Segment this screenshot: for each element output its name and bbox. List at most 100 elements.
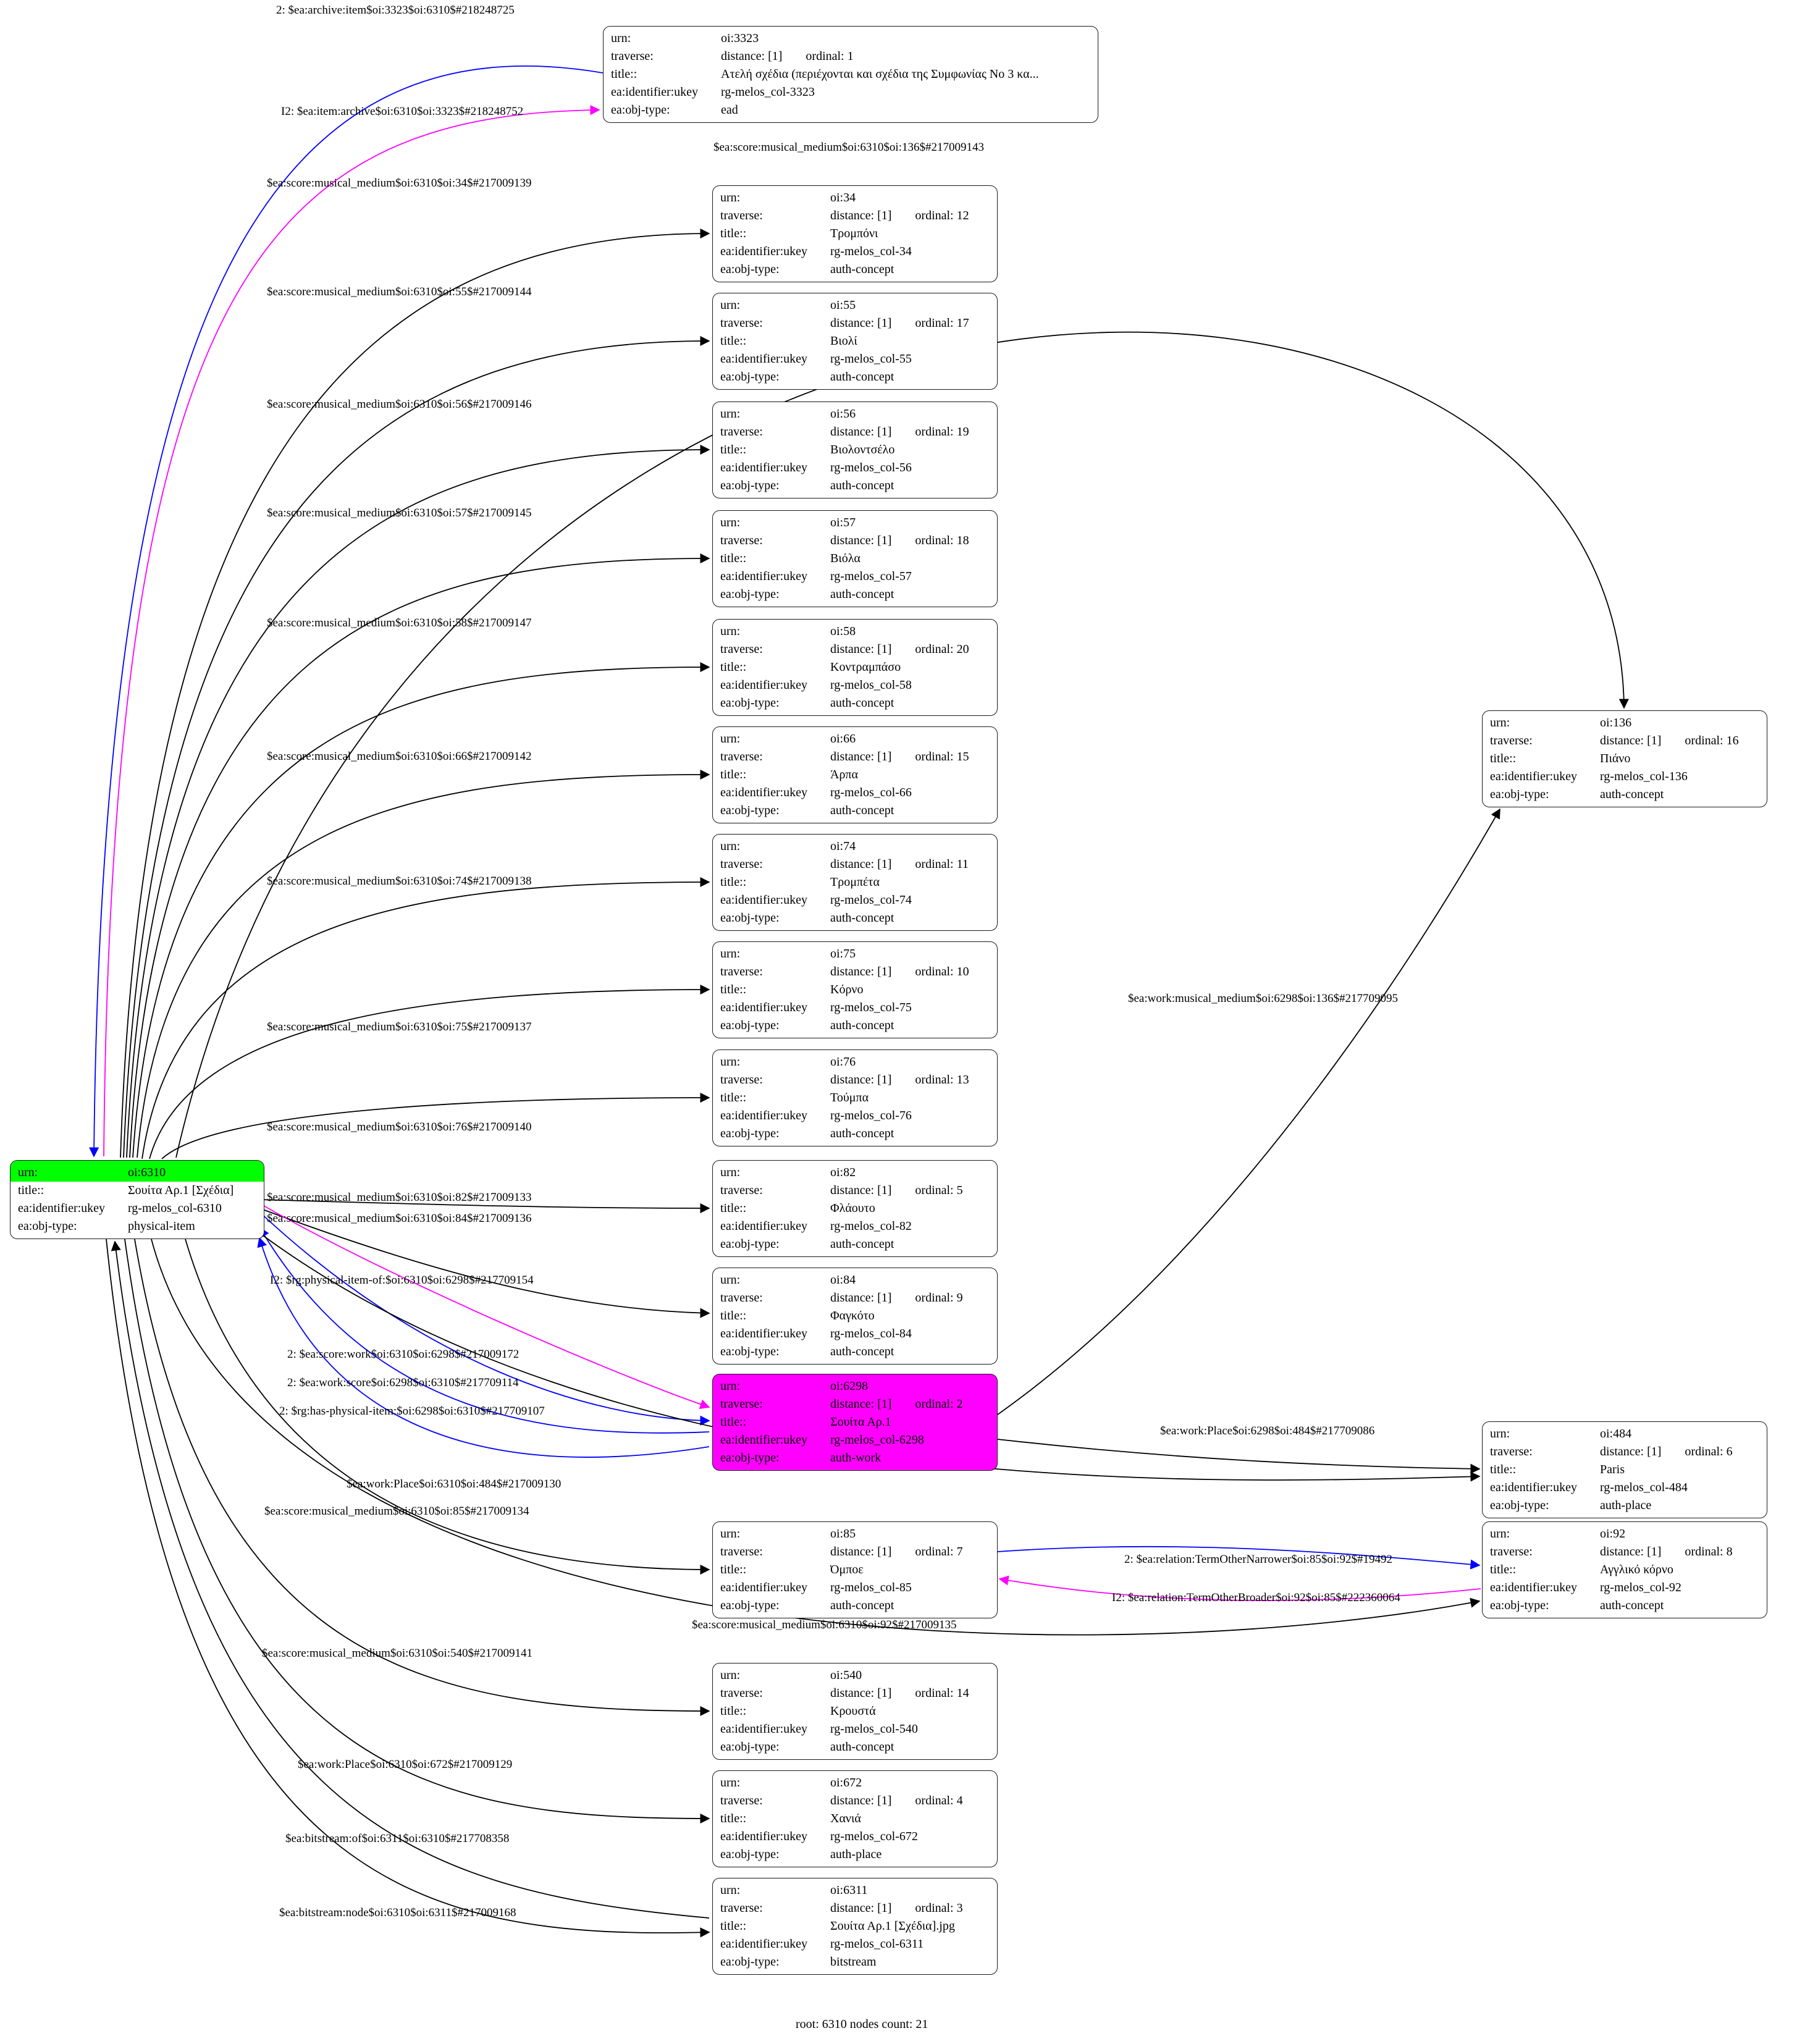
traverse-value: distance: [1]ordinal: 2 [830, 1395, 990, 1413]
edge-medium-58 [132, 662, 710, 1158]
field-row: urn:oi:55 [713, 293, 997, 314]
urn-value: oi:55 [830, 298, 856, 312]
edge-bitstream-of [111, 1240, 710, 1919]
field-label: title:: [720, 1201, 747, 1215]
objtype-value: auth-work [830, 1451, 882, 1465]
urn-value: oi:58 [830, 625, 856, 638]
field-label: urn: [720, 625, 741, 638]
field-label: ea:obj-type: [720, 1599, 780, 1612]
field-row: urn:oi:57 [713, 511, 997, 532]
field-row: title::Πιάνο [1483, 750, 1767, 768]
field-label: urn: [18, 1166, 38, 1179]
ukey-value: rg-melos_col-84 [830, 1327, 912, 1340]
ordinal-value: ordinal: 13 [915, 1073, 969, 1087]
ukey-value: rg-melos_col-3323 [721, 85, 815, 99]
field-row: traverse:distance: [1]ordinal: 10 [713, 963, 997, 981]
field-label: urn: [720, 191, 741, 204]
traverse-value: distance: [1]ordinal: 9 [830, 1289, 990, 1307]
edge-has-physical-item [257, 1237, 710, 1458]
objtype-value: auth-concept [830, 911, 894, 925]
field-row: ea:obj-type:auth-concept [1483, 786, 1767, 807]
field-label: title:: [1490, 752, 1517, 765]
urn-value: oi:56 [830, 407, 856, 421]
field-row: ea:obj-type:auth-concept [713, 261, 997, 282]
field-label: traverse: [720, 316, 763, 330]
field-label: traverse: [720, 1794, 763, 1807]
field-row: title::Κρουστά [713, 1702, 997, 1720]
field-row: title::Κόρνο [713, 981, 997, 999]
edge-medium-55-label: $ea:score:musical_medium$oi:6310$oi:55$#… [267, 285, 532, 298]
field-row: title::Τρομπέτα [713, 873, 997, 891]
field-label: traverse: [720, 1073, 763, 1087]
field-label: traverse: [720, 1291, 763, 1305]
edge-medium-92-label: $ea:score:musical_medium$oi:6310$oi:92$#… [692, 1618, 957, 1631]
field-row: title::Κοντραμπάσο [713, 658, 997, 676]
field-label: ea:identifier:ukey [720, 1830, 808, 1843]
traverse-value: distance: [1]ordinal: 1 [721, 48, 1090, 65]
field-row: traverse:distance: [1]ordinal: 5 [713, 1182, 997, 1200]
title-value: Τρομπόνι [830, 227, 878, 240]
field-label: urn: [720, 1668, 741, 1682]
title-value: Βιόλα [830, 552, 861, 565]
field-label: urn: [720, 1379, 741, 1393]
ukey-value: rg-melos_col-56 [830, 461, 912, 474]
field-label: ea:identifier:ukey [720, 461, 808, 474]
field-row: urn:oi:672 [713, 1771, 997, 1792]
field-row: title::Αγγλικό κόρνο [1483, 1561, 1767, 1579]
distance-value: distance: [1] [830, 316, 892, 330]
field-row: ea:obj-type:auth-work [713, 1449, 997, 1470]
field-label: title:: [720, 443, 747, 456]
ukey-value: rg-melos_col-34 [830, 245, 912, 258]
objtype-value: auth-place [830, 1848, 882, 1861]
distance-value: distance: [1] [830, 642, 892, 656]
traverse-value: distance: [1]ordinal: 15 [830, 748, 990, 766]
traverse-value: distance: [1]ordinal: 18 [830, 532, 990, 550]
ukey-value: rg-melos_col-85 [830, 1581, 912, 1594]
title-value: Φαγκότο [830, 1309, 875, 1323]
edge-medium-75 [149, 984, 710, 1159]
field-row: traverse:distance: [1]ordinal: 4 [713, 1792, 997, 1810]
field-row: ea:obj-type:auth-concept [713, 1017, 997, 1038]
field-label: urn: [720, 732, 741, 746]
field-label: ea:obj-type: [720, 479, 780, 492]
edge-bitstream-node-label: $ea:bitstream:node$oi:6310$oi:6311$#2170… [279, 1906, 516, 1919]
field-label: ea:obj-type: [611, 103, 670, 117]
edge-work-medium-136 [997, 808, 1500, 1415]
field-label: urn: [720, 1166, 741, 1179]
urn-value: oi:66 [830, 732, 856, 746]
field-row: traverse:distance: [1]ordinal: 7 [713, 1543, 997, 1561]
field-row: traverse:distance: [1]ordinal: 18 [713, 532, 997, 550]
ukey-value: rg-melos_col-75 [830, 1001, 912, 1014]
field-row: urn:oi:75 [713, 942, 997, 963]
edge-medium-58-label: $ea:score:musical_medium$oi:6310$oi:58$#… [267, 616, 532, 629]
field-row: urn:oi:6311 [713, 1878, 997, 1899]
edge-work-place-672-label: $ea:work:Place$oi:6310$oi:672$#217009129 [298, 1758, 513, 1771]
field-row: traverse:distance: [1]ordinal: 11 [713, 856, 997, 873]
